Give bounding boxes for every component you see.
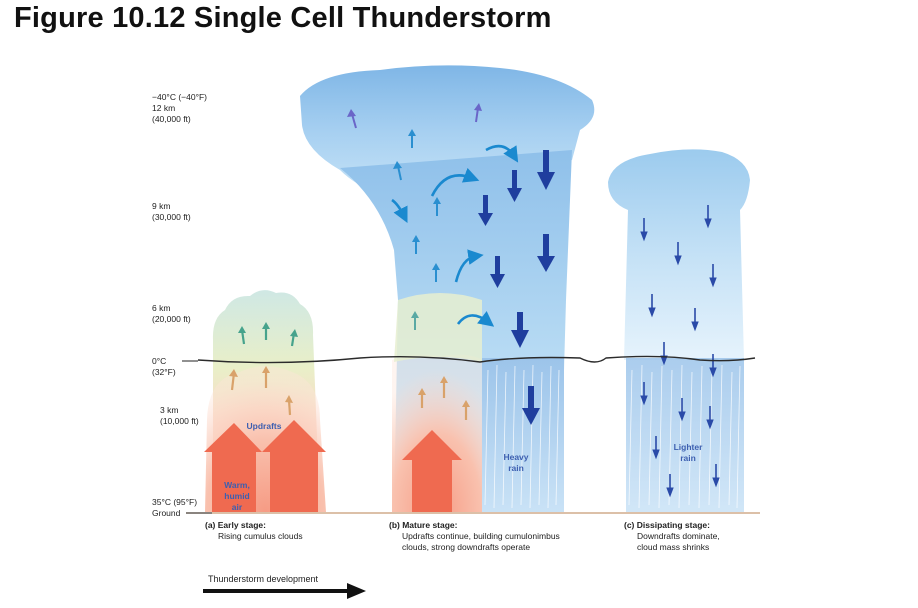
label-warm-1: Warm, [224, 480, 250, 490]
altitude-labels: −40°C (−40°F) 12 km (40,000 ft) 9 km (30… [152, 92, 207, 518]
alt-3km: 3 km [160, 405, 178, 415]
development-arrow-head [347, 583, 366, 599]
development-arrow-shaft [203, 589, 349, 593]
mature-mixed-layer [394, 293, 482, 362]
alt-6km-ft: (20,000 ft) [152, 314, 191, 324]
early-updraft-arrow-right [262, 420, 326, 512]
cloud-labels: Updrafts Warm, humid air Heavy rain Ligh… [224, 421, 703, 512]
freezing-level-line [197, 355, 756, 364]
label-heavy-rain-1: Heavy [503, 452, 528, 462]
mature-rising-arrows-cold [347, 103, 482, 330]
label-lighter-rain-2: rain [680, 453, 696, 463]
dissipating-rain-streaks [628, 364, 741, 509]
dissipating-stage-cloud [608, 149, 750, 512]
label-warm-2: humid [224, 491, 250, 501]
alt-ground-temp: 35°C (95°F) [152, 497, 197, 507]
alt-freezing-f: (32°F) [152, 367, 176, 377]
mature-updraft-arrow [402, 430, 462, 512]
mature-downdraft-arrows [478, 150, 555, 425]
dissipating-stage-title: (c) Dissipating stage: [624, 520, 710, 530]
alt-6km: 6 km [152, 303, 170, 313]
early-rising-arrows [229, 322, 298, 416]
development-arrow: Thunderstorm development [203, 574, 366, 599]
mature-curved-arrows [391, 144, 519, 327]
alt-top-ft: (40,000 ft) [152, 114, 191, 124]
early-stage-cloud [204, 290, 326, 512]
dissipating-downdraft-arrows [640, 205, 720, 498]
label-warm-3: air [232, 502, 243, 512]
alt-9km-ft: (30,000 ft) [152, 212, 191, 222]
development-label: Thunderstorm development [208, 574, 319, 584]
dissipating-cloud-top [608, 149, 750, 360]
label-heavy-rain-2: rain [508, 463, 524, 473]
label-lighter-rain-1: Lighter [674, 442, 703, 452]
stage-captions: (a) Early stage: Rising cumulus clouds (… [205, 520, 720, 552]
figure-title: Figure 10.12 Single Cell Thunderstorm [14, 2, 552, 34]
alt-freezing: 0°C [152, 356, 166, 366]
mature-rising-arrows-warm [418, 376, 470, 420]
mature-stage-desc-2: clouds, strong downdrafts operate [402, 542, 530, 552]
dissipating-rain-shaft [626, 358, 744, 512]
dissipating-stage-desc-2: cloud mass shrinks [637, 542, 709, 552]
mature-stage-title: (b) Mature stage: [389, 520, 458, 530]
mature-stage-desc-1: Updrafts continue, building cumulonimbus [402, 531, 560, 541]
early-stage-desc: Rising cumulus clouds [218, 531, 303, 541]
alt-ground: Ground [152, 508, 181, 518]
alt-top-temp: −40°C (−40°F) [152, 92, 207, 102]
early-stage-title: (a) Early stage: [205, 520, 266, 530]
alt-9km: 9 km [152, 201, 170, 211]
mature-stage-cloud [300, 65, 595, 512]
alt-3km-ft: (10,000 ft) [160, 416, 199, 426]
dissipating-stage-desc-1: Downdrafts dominate, [637, 531, 720, 541]
early-updraft-arrow-left [204, 423, 262, 512]
label-updrafts: Updrafts [247, 421, 282, 431]
alt-top-km: 12 km [152, 103, 175, 113]
